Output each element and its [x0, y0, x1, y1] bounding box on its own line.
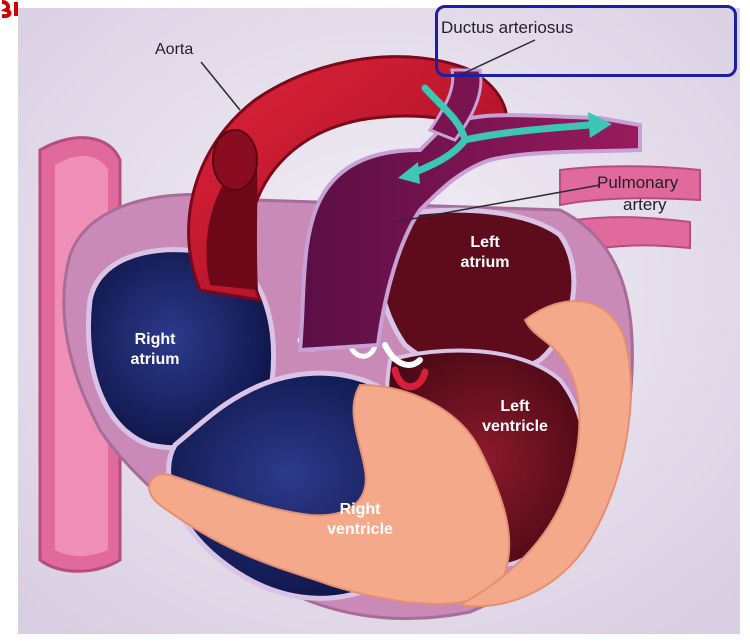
right-ventricle-label-line2: ventricle — [300, 520, 420, 539]
left-atrium-label-line1: Left — [440, 233, 530, 252]
pulmonary-label-line1: Pulmonary — [597, 173, 678, 192]
pulmonary-label-line2: artery — [623, 195, 666, 214]
slide-corner-mark — [0, 0, 26, 18]
right-atrium-label-line2: atrium — [100, 350, 210, 369]
ductus-callout-box — [435, 5, 737, 77]
aorta-label: Aorta — [155, 40, 193, 59]
left-ventricle-label-line1: Left — [460, 397, 570, 416]
left-ventricle-label-line2: ventricle — [460, 417, 570, 436]
right-atrium-label-line1: Right — [100, 330, 210, 349]
aorta-opening — [213, 130, 257, 190]
left-atrium-label-line2: atrium — [440, 253, 530, 272]
right-ventricle-label-line1: Right — [300, 500, 420, 519]
ductus-arteriosus-label: Ductus arteriosus — [441, 18, 573, 37]
